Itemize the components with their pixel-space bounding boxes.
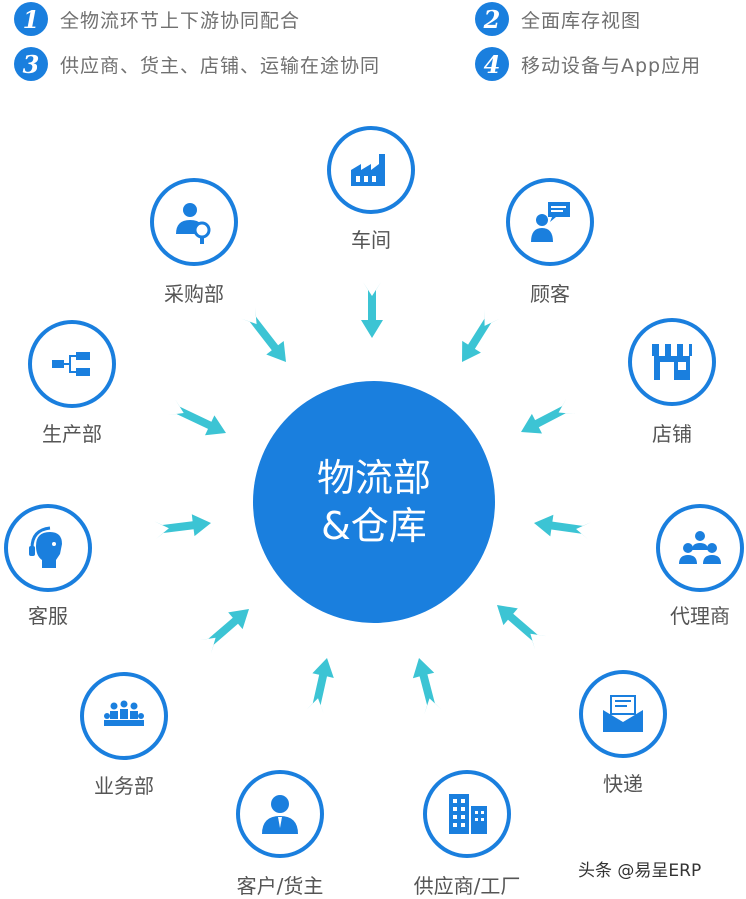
flow-arrow-5 — [497, 605, 547, 650]
flow-arrow-11 — [240, 307, 286, 362]
node-label: 供应商/工厂 — [413, 874, 521, 898]
agent-group-icon — [679, 531, 721, 564]
node-label: 店铺 — [652, 422, 692, 446]
flow-arrow-3 — [521, 398, 576, 434]
node-label: 业务部 — [94, 774, 154, 798]
node-label: 生产部 — [42, 422, 102, 446]
storefront-icon — [652, 344, 692, 380]
node-label: 顾客 — [530, 282, 570, 306]
feature-item-4: 4 移动设备与App应用 — [475, 47, 701, 81]
factory-icon — [351, 154, 385, 186]
flow-arrow-8 — [199, 609, 249, 654]
feature-text: 供应商、货主、店铺、运输在途协同 — [60, 54, 381, 77]
buildings-icon — [449, 794, 487, 834]
node-label: 车间 — [351, 228, 391, 252]
flow-arrow-10 — [167, 398, 226, 436]
flow-arrow-2 — [462, 309, 500, 362]
hub-title-line2: &仓库 — [321, 504, 427, 548]
feature-number-badge: 1 — [14, 2, 48, 36]
flowchart-icon — [52, 352, 90, 376]
headset-agent-icon — [29, 526, 62, 568]
feature-item-1: 1 全物流环节上下游协同配合 — [14, 2, 300, 36]
flow-arrow-9 — [153, 514, 211, 539]
feature-number-badge: 2 — [475, 2, 509, 36]
feature-text: 全面库存视图 — [521, 9, 642, 32]
feature-text: 全物流环节上下游协同配合 — [60, 9, 301, 32]
node-label: 客户/货主 — [236, 874, 324, 898]
central-hub: 物流部 &仓库 — [253, 381, 495, 623]
node-label: 客服 — [28, 604, 68, 628]
node-label: 采购部 — [164, 282, 224, 306]
flow-arrow-1 — [361, 282, 383, 338]
customer-chat-icon — [531, 202, 570, 242]
node-label: 代理商 — [670, 604, 730, 628]
meeting-icon — [104, 700, 144, 726]
person-search-icon — [176, 203, 211, 244]
flow-arrow-4 — [534, 514, 592, 540]
mail-envelope-icon — [603, 695, 643, 732]
node-label: 快递 — [603, 772, 643, 796]
feature-number-badge: 4 — [475, 47, 509, 81]
flow-arrow-6 — [412, 658, 442, 715]
watermark: 头条 @易呈ERP — [578, 861, 702, 881]
feature-item-3: 3 供应商、货主、店铺、运输在途协同 — [14, 47, 380, 81]
person-icon — [262, 795, 298, 834]
flow-arrow-7 — [306, 658, 334, 714]
feature-number-badge: 3 — [14, 47, 48, 81]
hub-title-line1: 物流部 — [316, 456, 431, 500]
feature-item-2: 2 全面库存视图 — [475, 2, 641, 36]
feature-text: 移动设备与App应用 — [521, 54, 702, 77]
